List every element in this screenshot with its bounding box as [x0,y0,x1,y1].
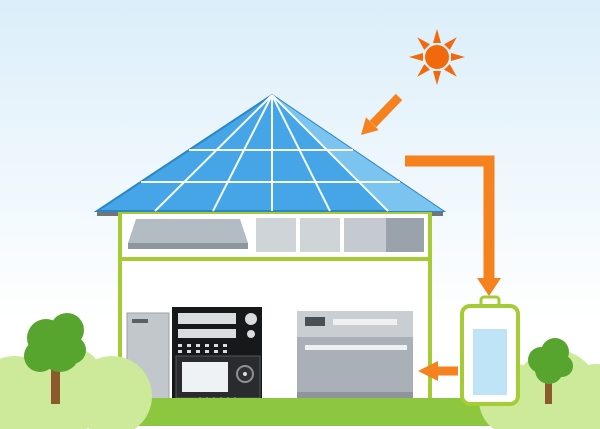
second-floor-window-dark-pane [386,218,424,252]
appliance-button [196,350,200,353]
dishwasher-slot [333,319,397,325]
arrow-battery-to-house-icon [418,361,458,381]
tree-foliage [58,336,86,364]
cabinet-handle [132,319,148,323]
sun-ray [409,53,423,61]
second-floor-window [256,218,296,252]
tree-right [528,338,573,404]
panel-grid-line [271,94,389,212]
sun-ray [433,71,441,85]
sun-ray [444,64,457,77]
microwave-dial-dot [243,372,247,376]
solar-panel-roof [93,93,447,212]
arrow-roof-to-battery-icon [405,155,501,296]
appliance-button [187,344,191,347]
ground-grass-strip [6,398,594,426]
sun-ray [417,64,430,77]
sun-ray [433,29,441,43]
storage-battery [460,295,520,406]
roof-panel-highlight [272,95,443,211]
second-floor-window [300,218,340,252]
energy-flow-arrows [361,93,501,381]
appliance-display [178,329,236,338]
appliance-button [187,350,191,353]
appliance-button [223,344,227,347]
tree-foliage [24,340,56,372]
oven-microwave-unit [172,307,262,402]
dishwasher-handle [305,345,407,350]
bush-blob [560,364,600,429]
appliance-display [178,313,236,324]
appliance-button [214,344,218,347]
sun-ray [444,37,457,50]
sun-ray [451,53,465,61]
appliance-button [178,344,182,347]
appliance-button [196,344,200,347]
arrow-sun-to-roof-icon [361,93,403,135]
appliance-button [223,350,227,353]
dishwasher-kickplate [297,392,413,402]
appliance-button [178,350,182,353]
panel-grid-line [271,94,331,212]
second-floor [128,218,424,252]
panel-grid-line [154,94,273,212]
tree-trunk [545,374,552,404]
appliance-button [205,344,209,347]
appliance-knob [247,330,255,338]
second-floor-vent-hood [128,219,248,243]
sun-core [425,45,449,69]
panel-grid-line [212,94,273,212]
microwave-window [182,362,228,392]
house [118,210,432,407]
sun-ray [417,37,430,50]
dishwasher-button [305,317,325,326]
appliance-knob [245,313,257,325]
tree-trunk [51,360,60,404]
dishwasher [297,311,413,402]
sun-icon [409,29,465,85]
appliance-button [214,350,218,353]
tree-foliage [551,355,573,377]
appliance-button [205,350,209,353]
bush-left [0,344,152,429]
tree-left [24,313,86,404]
battery-charge-level [473,329,507,395]
bush-blob [72,356,152,429]
vent-hood-shadow [128,243,248,249]
